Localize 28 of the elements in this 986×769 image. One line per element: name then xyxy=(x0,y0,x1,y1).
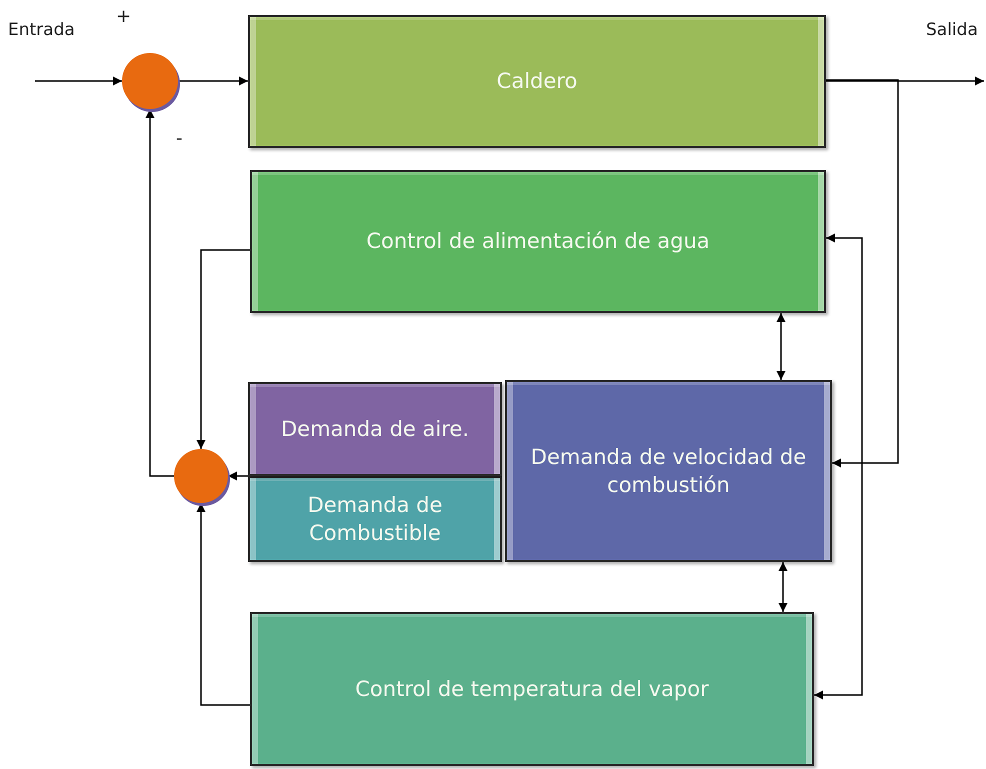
arrow xyxy=(826,79,899,468)
arrow xyxy=(146,109,174,477)
process-box xyxy=(248,382,502,476)
box-label: Demanda de Combustible xyxy=(306,492,444,547)
box-label: Caldero xyxy=(496,68,578,96)
arrow xyxy=(826,76,984,86)
box-label: Demanda de velocidad de combustión xyxy=(530,444,808,499)
process-box xyxy=(250,170,826,313)
box-label: Control de temperatura del vapor xyxy=(354,676,710,703)
arrow xyxy=(776,313,786,380)
process-box xyxy=(505,380,832,562)
arrow xyxy=(814,234,863,700)
arrow xyxy=(35,76,122,86)
input-label: Entrada xyxy=(8,20,75,40)
box-label: Control de alimentación de agua xyxy=(365,228,711,256)
sign-label: + xyxy=(116,6,132,27)
summing-junction xyxy=(174,449,228,503)
process-box xyxy=(248,476,502,562)
arrow xyxy=(778,562,788,612)
process-box xyxy=(248,15,826,148)
arrow xyxy=(196,503,250,706)
output-label: Salida xyxy=(926,20,978,40)
sign-label: - xyxy=(176,128,182,149)
box-label: Demanda de aire. xyxy=(280,416,470,443)
arrow xyxy=(228,472,248,480)
process-box xyxy=(250,612,814,766)
arrow xyxy=(196,249,250,449)
arrow xyxy=(178,76,248,86)
